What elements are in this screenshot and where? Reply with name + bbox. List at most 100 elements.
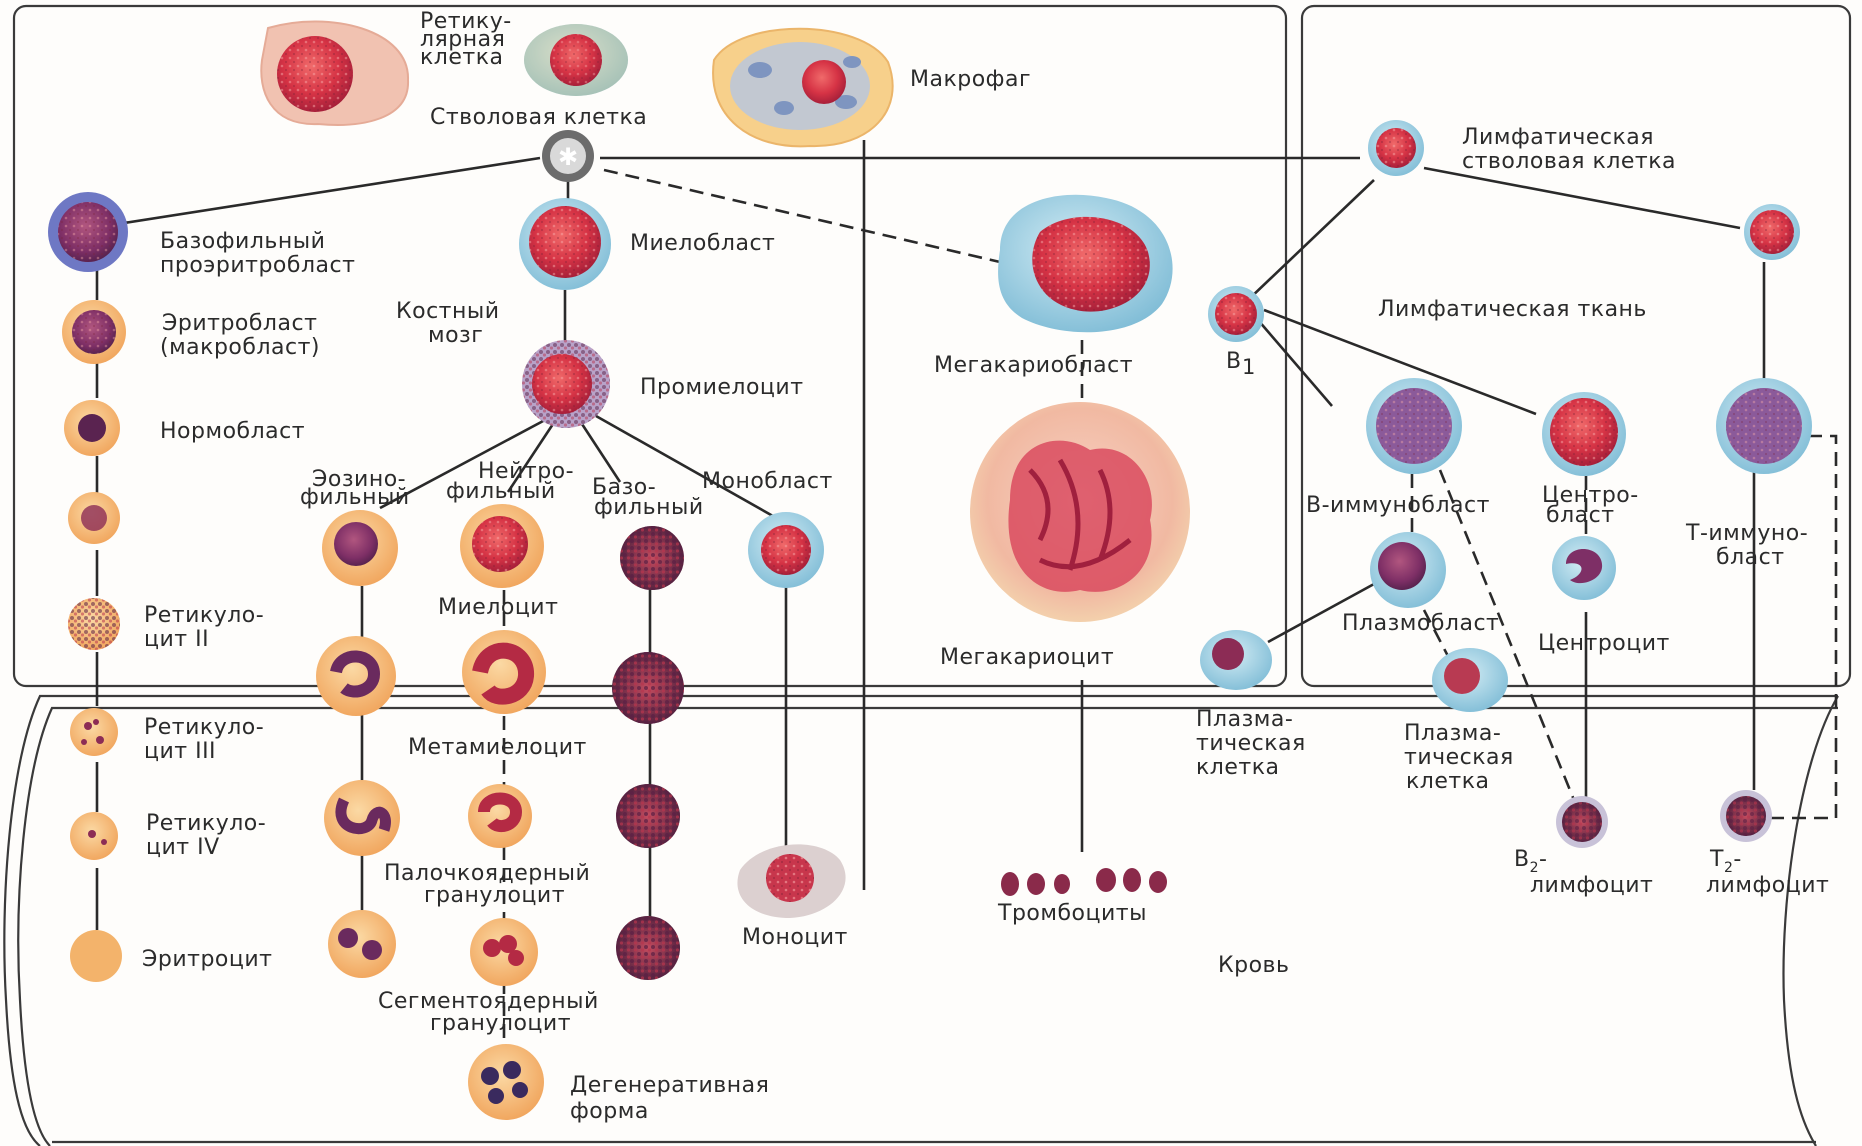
label-b1-sub: 1 [1242, 355, 1256, 379]
label-reticulocyte2-2: цит II [144, 627, 209, 652]
label-lymph-tissue: Лимфатическая ткань [1378, 297, 1647, 322]
megakaryoblast-cell [998, 195, 1173, 332]
plasma-cell-2 [1432, 648, 1508, 712]
label-bas-proerythro-1: Базофильный [160, 229, 325, 254]
eosinophilic-band-cell [324, 780, 400, 856]
label-monocyte: Моноцит [742, 925, 848, 950]
label-monoblast: Монобласт [702, 469, 833, 494]
b1-cell [1208, 286, 1264, 342]
label-bone-marrow-1: Костный [396, 299, 500, 324]
basophilic-segmented-cell [616, 916, 680, 980]
basophilic-myelocyte-cell [620, 526, 684, 590]
label-plasma2-3: клетка [1406, 769, 1489, 794]
label-t2-2: лимфоцит [1706, 873, 1829, 898]
megakaryocyte-cell [970, 402, 1190, 622]
reticulocyte-4-cell [70, 812, 118, 860]
erythroblast-cell [62, 300, 126, 364]
label-macrophage: Макрофаг [910, 67, 1031, 92]
t2-lymphocyte-cell [1720, 790, 1772, 842]
label-myelocyte: Миелоцит [438, 595, 558, 620]
neutrophilic-band-cell [468, 784, 532, 848]
monocyte-cell [737, 844, 845, 918]
label-bas-proerythro-2: проэритробласт [160, 253, 355, 278]
centrocyte-cell [1552, 536, 1616, 600]
normoblast-cell [64, 400, 120, 456]
label-normoblast: Нормобласт [160, 419, 305, 444]
erythrocyte-cell [70, 930, 122, 982]
label-metamyelocyte: Метамиелоцит [408, 735, 587, 760]
neutrophilic-myelocyte-cell [460, 504, 544, 588]
plasmoblast-cell [1370, 532, 1446, 608]
label-b2-2: лимфоцит [1530, 873, 1653, 898]
label-plasma2-2: тическая [1404, 745, 1514, 770]
label-reticulocyte2-1: Ретикуло- [144, 603, 264, 628]
reticular-cell-left [261, 21, 408, 124]
reticulocyte-3-cell [70, 708, 118, 756]
label-reticulocyte3-1: Ретикуло- [144, 715, 264, 740]
centroblast-cell [1542, 392, 1626, 476]
neutrophilic-metamyelocyte-cell [462, 630, 546, 714]
label-degenerative-2: форма [570, 1099, 649, 1124]
eosinophilic-segmented-cell [328, 910, 396, 978]
label-lymph-stem-2: стволовая клетка [1462, 149, 1676, 174]
label-degenerative-1: Дегенеративная [570, 1073, 769, 1098]
label-centrocyte: Центроцит [1538, 631, 1670, 656]
label-plasma1-3: клетка [1196, 755, 1279, 780]
eosinophilic-myelocyte-cell [322, 510, 398, 586]
erythroid-cell-stage [68, 492, 120, 544]
basophilic-band-cell [616, 784, 680, 848]
monoblast-cell [748, 512, 824, 588]
b2-lymphocyte-cell [1556, 796, 1608, 848]
stem-cell: ✱ [542, 130, 594, 182]
myeloblast-cell [519, 198, 611, 290]
reticular-cell-center [524, 24, 628, 96]
label-centroblast-2: бласт [1546, 503, 1615, 528]
label-erythroblast-2: (макробласт) [160, 335, 320, 360]
label-plasma1-1: Плазма- [1196, 707, 1293, 732]
label-neutro-2: фильный [446, 479, 556, 504]
label-reticulocyte3-2: цит III [144, 739, 216, 764]
label-bone-marrow-2: мозг [428, 323, 483, 348]
label-platelets: Тромбоциты [997, 901, 1147, 926]
label-b2-1: В2- [1514, 847, 1547, 876]
label-megakaryocyte: Мегакариоцит [940, 645, 1114, 670]
label-eosino-2: фильный [300, 485, 410, 510]
label-plasmoblast: Плазмобласт [1342, 611, 1499, 636]
lymphatic-stem-cell [1368, 120, 1424, 176]
label-megakaryoblast: Мегакариобласт [934, 353, 1133, 378]
label-plasma1-2: тическая [1196, 731, 1306, 756]
label-reticular-3: клетка [420, 45, 503, 70]
platelets-cells [1001, 868, 1167, 896]
label-blood: Кровь [1218, 953, 1289, 978]
degenerative-form-cell [468, 1044, 544, 1120]
reticulocyte-2-cell [68, 598, 120, 650]
macrophage-cell [713, 29, 893, 147]
neutrophilic-segmented-cell [470, 918, 538, 986]
blood-frame-inner [18, 708, 1838, 1146]
label-t2-1: Т2- [1709, 847, 1742, 876]
b-immunoblast-cell [1366, 378, 1462, 474]
basophilic-proerythroblast-cell [48, 192, 128, 272]
promyelocyte-cell [522, 340, 610, 428]
label-reticulocyte4-2: цит IV [146, 835, 220, 860]
eosinophilic-metamyelocyte-cell [316, 636, 396, 716]
svg-text:✱: ✱ [558, 143, 578, 171]
label-promyelocyte: Промиелоцит [640, 375, 804, 400]
label-t-immunoblast-2: бласт [1716, 545, 1785, 570]
label-b1: B [1226, 349, 1242, 374]
t-precursor-cell [1744, 204, 1800, 260]
label-reticulocyte4-1: Ретикуло- [146, 811, 266, 836]
label-b-immunoblast: В-иммунобласт [1306, 493, 1490, 518]
label-lymph-stem-1: Лимфатическая [1462, 125, 1654, 150]
label-stem-cell: Стволовая клетка [430, 105, 647, 130]
label-band-2: гранулоцит [424, 883, 565, 908]
plasma-cell-1 [1200, 630, 1272, 690]
label-segmented-2: гранулоцит [430, 1011, 571, 1036]
label-t-immunoblast-1: Т-иммуно- [1685, 521, 1808, 546]
label-erythroblast-1: Эритробласт [162, 311, 317, 336]
label-plasma2-1: Плазма- [1404, 721, 1501, 746]
blood-frame-right [1783, 696, 1838, 1146]
basophilic-metamyelocyte-cell [612, 652, 684, 724]
